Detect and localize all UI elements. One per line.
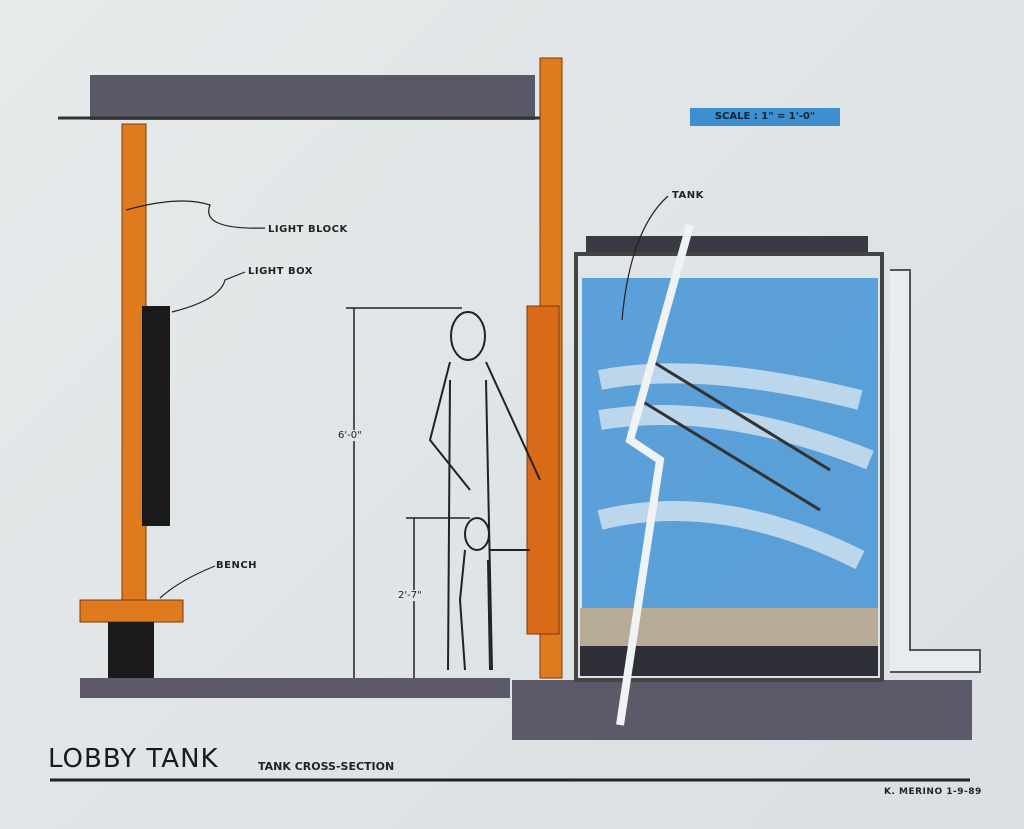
light-box-label: LIGHT BOX xyxy=(248,266,313,277)
bench-base xyxy=(108,622,154,678)
signature: K. MERINO 1-9-89 xyxy=(884,787,982,797)
floor-right xyxy=(512,680,972,740)
drawing-title: LOBBY TANK xyxy=(48,744,219,774)
pipe xyxy=(890,269,981,673)
tank-label: TANK xyxy=(672,190,704,201)
wall-panel xyxy=(526,305,560,635)
bench xyxy=(79,599,184,623)
adult-figure xyxy=(428,311,541,671)
ladder xyxy=(639,358,831,512)
child-figure xyxy=(458,517,530,671)
tank-frame xyxy=(574,252,884,682)
tank-lid xyxy=(586,236,868,254)
drawing-subtitle: TANK CROSS-SECTION xyxy=(258,760,395,773)
floor-left xyxy=(80,678,510,698)
gravel xyxy=(580,608,878,646)
roof xyxy=(90,75,535,120)
light-box xyxy=(142,306,170,526)
bench-label: BENCH xyxy=(216,560,258,571)
scale-label: SCALE : 1" = 1'-0" xyxy=(690,108,840,126)
child-height-dimension: 2'-7" xyxy=(398,590,422,601)
light-block-label: LIGHT BLOCK xyxy=(268,224,348,235)
siphon-tube xyxy=(616,223,694,726)
adult-height-dimension: 6'-0" xyxy=(338,430,362,441)
